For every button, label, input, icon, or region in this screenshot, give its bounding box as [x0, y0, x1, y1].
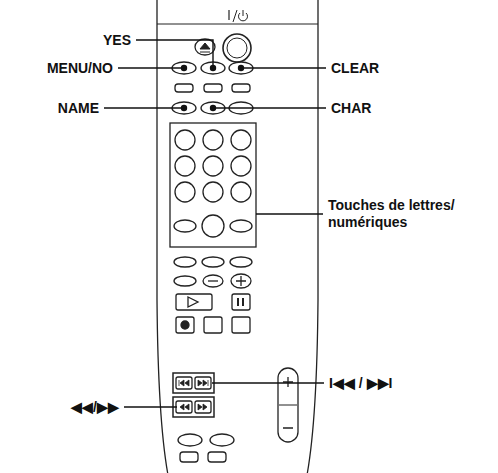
number-key	[203, 130, 223, 150]
callout-label: Touches de lettres/ numériques	[328, 197, 488, 231]
power-symbol	[229, 10, 248, 22]
remote-body	[157, 0, 318, 473]
number-key	[231, 156, 251, 176]
callout-label: NAME	[58, 100, 99, 117]
number-key	[203, 156, 223, 176]
key-grid-frame	[170, 123, 256, 247]
number-key	[203, 182, 223, 202]
number-key	[175, 156, 195, 176]
number-key	[231, 182, 251, 202]
number-key	[175, 182, 195, 202]
callout-label: YES	[103, 32, 131, 49]
callout-label: I◀◀ / ▶▶I	[329, 375, 392, 392]
leader-lines	[104, 40, 326, 407]
callout-label: ◀◀/▶▶	[71, 399, 119, 416]
callout-label: MENU/NO	[47, 60, 113, 77]
callout-label: CLEAR	[331, 60, 379, 77]
callout-label: CHAR	[331, 100, 371, 117]
number-key	[175, 130, 195, 150]
number-key	[231, 130, 251, 150]
